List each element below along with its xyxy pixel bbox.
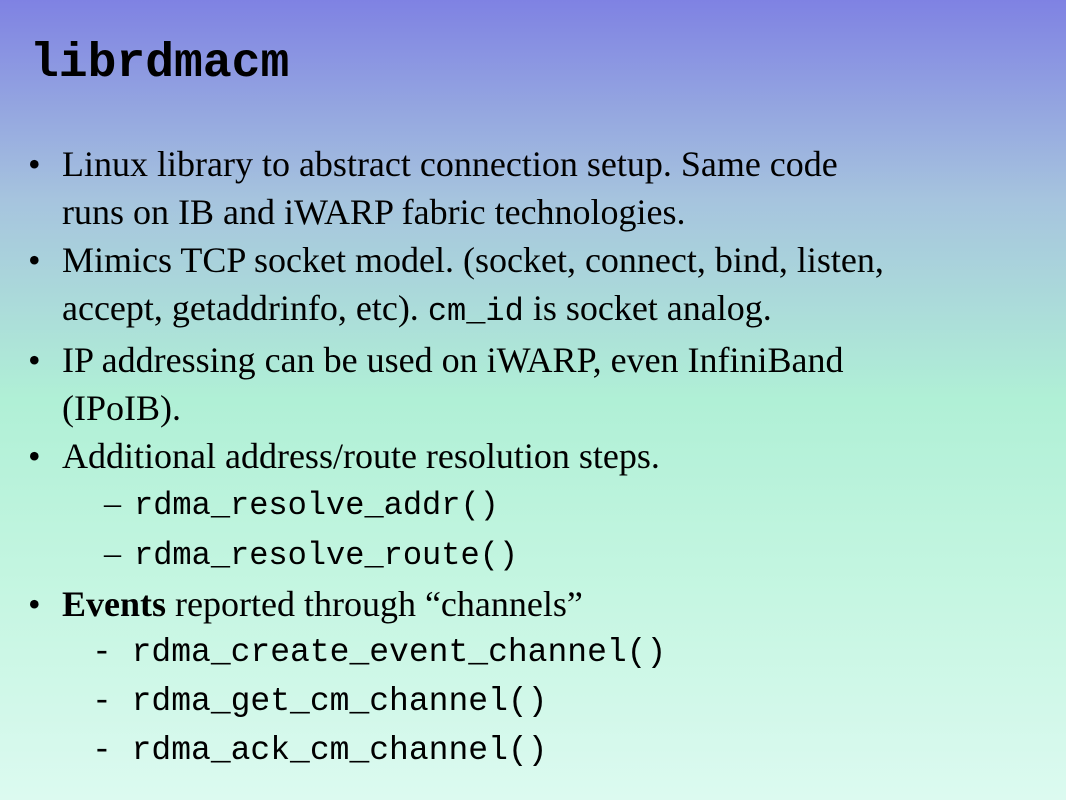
sub-bullet-item: - rdma_get_cm_channel() [92, 683, 548, 720]
sub-bullet-item: - rdma_ack_cm_channel() [92, 732, 548, 769]
sub-bullet-item: –rdma_resolve_route() [28, 530, 1048, 580]
bullet-item: • Additional address/route resolution st… [28, 432, 1048, 480]
bullet-item: • Mimics TCP socket model. (socket, conn… [28, 236, 1048, 336]
bullet-dot-icon: • [28, 436, 41, 476]
dash-icon: – [104, 535, 121, 572]
bullet-item: • Linux library to abstract connection s… [28, 140, 1048, 236]
bullet-item: • Events reported through “channels” [28, 580, 1048, 628]
bullet-item: • IP addressing can be used on iWARP, ev… [28, 336, 1048, 432]
bullet-text: IP addressing can be used on iWARP, even… [62, 340, 844, 380]
bullet-text: reported through “channels” [166, 584, 583, 624]
bullet-text: Mimics TCP socket model. (socket, connec… [62, 240, 884, 280]
bullet-text: runs on IB and iWARP fabric technologies… [62, 192, 686, 232]
bullet-text: accept, getaddrinfo, etc). [62, 288, 428, 328]
code-term: cm_id [427, 293, 524, 330]
bullet-dot-icon: • [28, 144, 41, 184]
dash-icon: – [104, 485, 121, 522]
bullet-list: • Linux library to abstract connection s… [28, 140, 1048, 775]
bullet-text: (IPoIB). [62, 388, 181, 428]
code-term: rdma_resolve_route() [134, 537, 519, 574]
code-term: rdma_resolve_addr() [134, 487, 499, 524]
bullet-dot-icon: • [28, 340, 41, 380]
sub-bullet-item: - rdma_create_event_channel() [92, 634, 667, 671]
bullet-text: is socket analog. [523, 288, 772, 328]
sub-bullet-item: –rdma_resolve_addr() [28, 480, 1048, 530]
slide-title: librdmacm [30, 37, 290, 91]
bullet-text: Linux library to abstract connection set… [62, 144, 838, 184]
bullet-dot-icon: • [28, 240, 41, 280]
bullet-text: Additional address/route resolution step… [62, 436, 660, 476]
bullet-dot-icon: • [28, 584, 41, 624]
bullet-bold-text: Events [62, 584, 167, 624]
